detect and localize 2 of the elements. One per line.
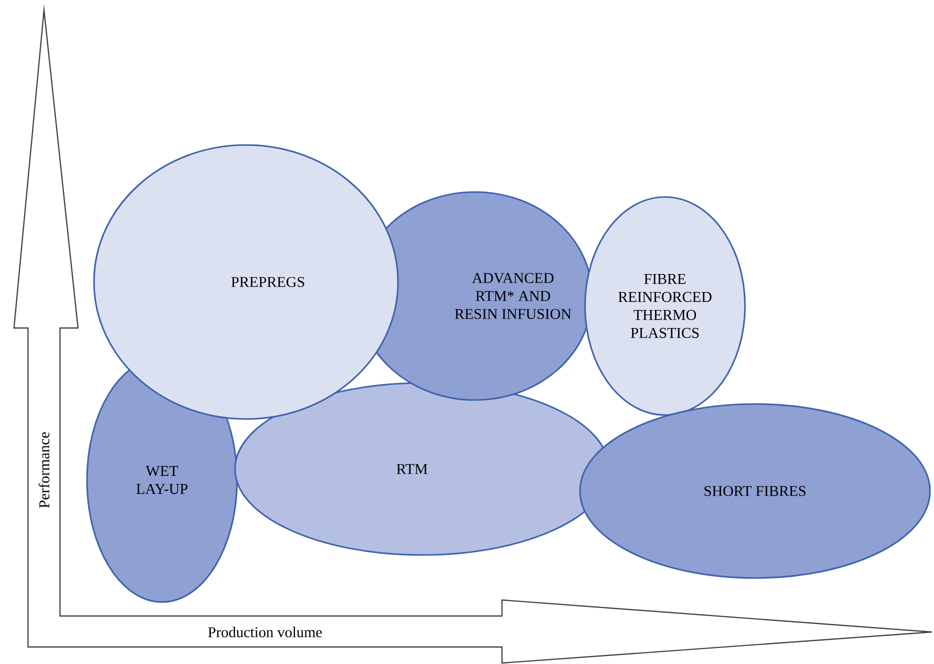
axis-label: Production volume bbox=[208, 626, 322, 638]
axis-label: Performance bbox=[38, 432, 50, 508]
